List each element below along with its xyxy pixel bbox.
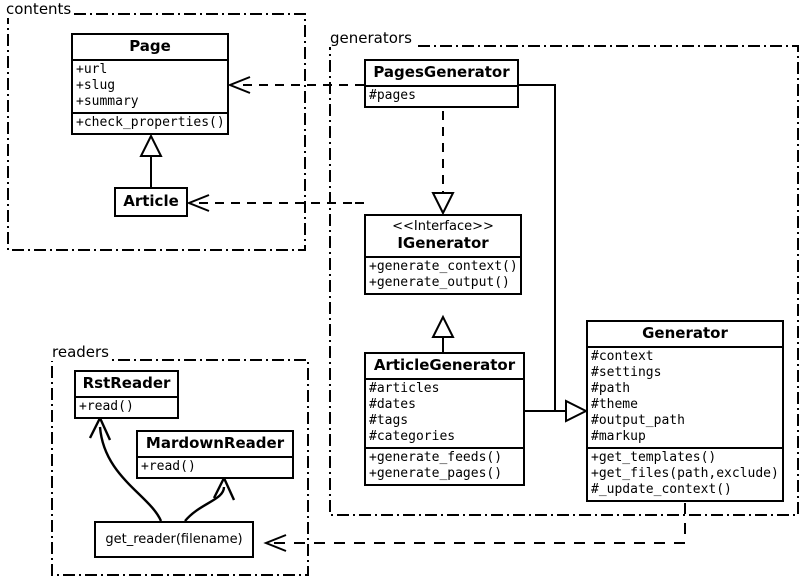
class-attribute: #settings: [591, 365, 662, 381]
class-method: +read(): [141, 459, 196, 475]
class-attribute: #categories: [369, 429, 456, 445]
class-methods-mardownreader: +read(): [138, 456, 292, 477]
package-label-readers: readers: [50, 343, 112, 361]
class-stereotype-igenerator: <<Interface>>: [392, 219, 494, 234]
class-attribute: +summary: [76, 94, 139, 110]
connector-generators-inherit-generator: [519, 84, 589, 423]
class-box-mardownreader[interactable]: MardownReader +read(): [136, 430, 294, 480]
class-methods-articlegenerator: +generate_feeds() +generate_pages(): [366, 447, 523, 484]
class-box-page[interactable]: Page +url +slug +summary +check_properti…: [71, 33, 229, 136]
function-node-label: get_reader(filename): [105, 532, 243, 547]
package-label-generators: generators: [328, 29, 415, 47]
class-attribute: #markup: [591, 429, 646, 445]
connector-generator-depends-getreader: [263, 503, 686, 552]
connector-articlegenerator-inherits-igenerator: [431, 314, 455, 352]
class-method: +generate_output(): [369, 274, 510, 290]
connector-article-inherits-page: [139, 133, 163, 187]
class-attribute: +slug: [76, 78, 116, 94]
connector-articlegenerator-depends-article: [186, 194, 364, 212]
class-attributes-page: +url +slug +summary: [73, 59, 227, 112]
class-method: #_update_context(): [591, 482, 732, 498]
class-name-mardownreader: MardownReader: [145, 434, 285, 452]
class-methods-page: +check_properties(): [73, 112, 227, 133]
class-box-generator[interactable]: Generator #context #settings #path #them…: [586, 320, 784, 503]
class-attribute: #dates: [369, 397, 416, 413]
class-attribute: #context: [591, 349, 654, 365]
class-methods-rstreader: +read(): [76, 396, 177, 417]
class-attribute: +url: [76, 62, 108, 78]
class-name-pagesgenerator: PagesGenerator: [373, 63, 510, 81]
class-name-igenerator: <<Interface>> IGenerator: [366, 216, 520, 256]
class-name-articlegenerator: ArticleGenerator: [373, 356, 516, 374]
class-method: +get_files(path,exclude): [591, 466, 779, 482]
class-attributes-pagesgenerator: #pages: [366, 85, 517, 106]
package-border-generators: [329, 45, 799, 516]
class-box-article[interactable]: Article: [114, 187, 188, 218]
class-method: +read(): [79, 399, 134, 415]
class-attribute: #output_path: [591, 413, 685, 429]
class-attribute: #articles: [369, 381, 440, 397]
class-box-rstreader[interactable]: RstReader +read(): [74, 370, 179, 420]
package-border-contents: [7, 13, 306, 251]
class-attributes-articlegenerator: #articles #dates #tags #categories: [366, 378, 523, 447]
class-box-pagesgenerator[interactable]: PagesGenerator #pages: [364, 59, 519, 109]
class-method: +check_properties(): [76, 115, 225, 131]
function-node-get-reader[interactable]: get_reader(filename): [94, 521, 254, 558]
class-methods-generator: +get_templates() +get_files(path,exclude…: [588, 447, 782, 500]
class-name-label-igenerator: IGenerator: [397, 233, 489, 252]
class-method: +get_templates(): [591, 450, 717, 466]
class-name-generator: Generator: [642, 324, 728, 342]
connector-pagesgenerator-depends-page: [227, 76, 364, 94]
class-method: +generate_context(): [369, 258, 518, 274]
class-box-articlegenerator[interactable]: ArticleGenerator #articles #dates #tags …: [364, 352, 525, 487]
class-attributes-generator: #context #settings #path #theme #output_…: [588, 346, 782, 447]
class-name-article: Article: [123, 192, 179, 210]
class-name-page: Page: [129, 37, 171, 55]
class-attribute: #theme: [591, 397, 638, 413]
class-attribute: #tags: [369, 413, 409, 429]
class-name-rstreader: RstReader: [82, 374, 171, 392]
class-attribute: #pages: [369, 88, 416, 104]
class-method: +generate_feeds(): [369, 450, 503, 466]
package-label-contents: contents: [4, 0, 75, 18]
connector-getreader-creates-mardownreader: [184, 475, 236, 522]
class-methods-igenerator: +generate_context() +generate_output(): [366, 255, 520, 293]
class-attribute: #path: [591, 381, 631, 397]
connector-pagesgenerator-realizes-igenerator: [431, 111, 455, 216]
package-border-readers: [51, 359, 309, 576]
class-method: +generate_pages(): [369, 466, 503, 482]
class-box-igenerator[interactable]: <<Interface>> IGenerator +generate_conte…: [364, 214, 522, 295]
